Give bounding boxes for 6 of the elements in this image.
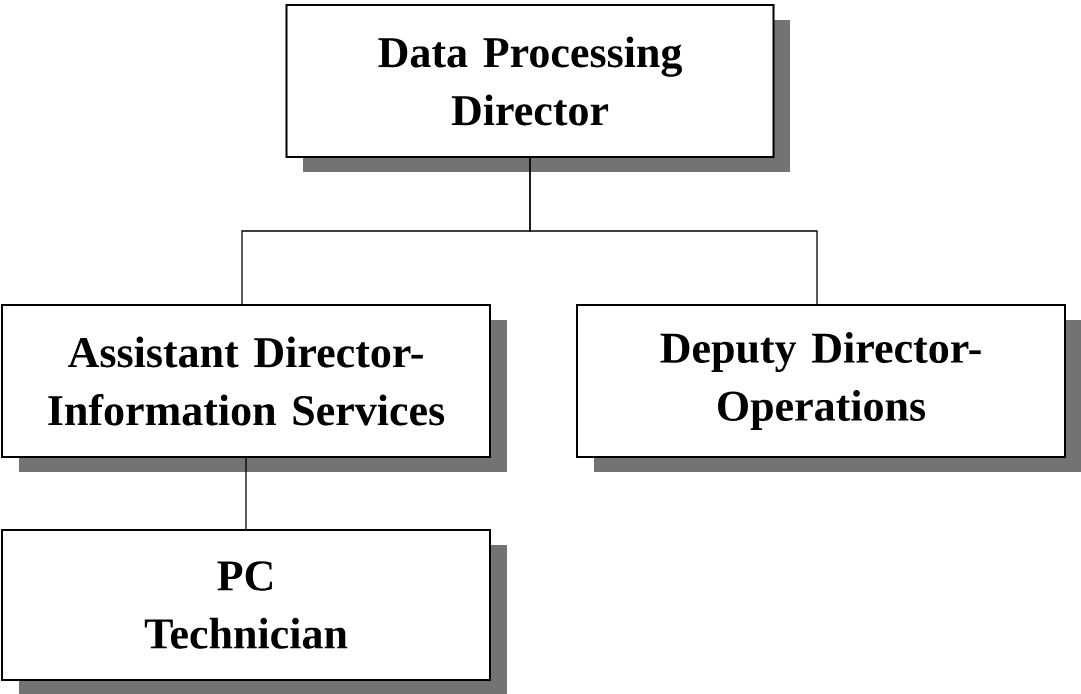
org-box: Data Processing Director [285, 4, 790, 172]
org-box: PC Technician [1, 529, 507, 694]
org-box: Deputy Director-Operations [576, 304, 1081, 472]
connector-line [529, 157, 818, 305]
connector-line [245, 457, 247, 530]
org-box: Assistant Director-Information Services [1, 304, 507, 472]
